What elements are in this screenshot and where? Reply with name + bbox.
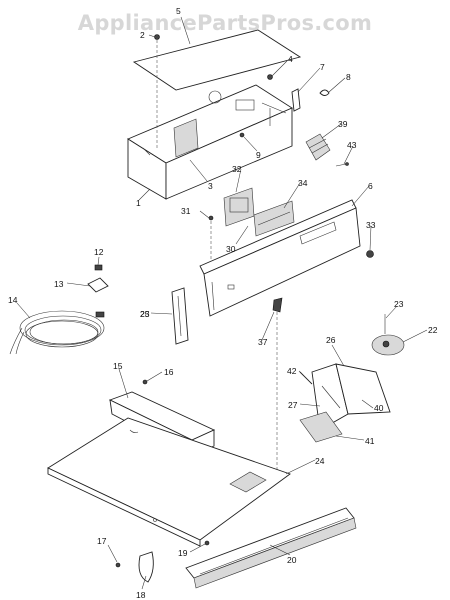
callout-40: 40 [374,403,384,413]
callout-18: 18 [136,590,146,600]
callout-34: 34 [298,178,308,188]
watermark-text: AppliancePartsPros.com [78,11,372,35]
callout-30: 30 [226,244,236,254]
part-5-top-cover [132,29,302,91]
part-6-control-panel [199,199,361,317]
callout-26: 26 [326,335,336,345]
callout-27: 27 [288,400,298,410]
callout-9: 9 [256,150,261,160]
part-24-base-panel [47,417,291,547]
part-34-switch-board [253,200,295,237]
callout-23-upper: 23 [394,299,404,309]
part-7-bracket [291,88,301,112]
callout-12: 12 [94,247,104,257]
callout-4: 4 [288,54,293,64]
part-1-control-housing [127,84,293,200]
part-8-clip [319,89,330,96]
part-14-power-cord [9,310,105,355]
part-32-switch-board [223,187,255,227]
part-18-foot [138,551,154,583]
callout-8: 8 [346,72,351,82]
callout-labels: 1 2 3 4 5 6 7 8 9 12 13 14 15 16 17 18 1… [8,6,438,600]
part-37-clip [272,297,283,470]
callout-22: 22 [428,325,438,335]
leader-lines [16,16,428,590]
callout-19: 19 [178,548,188,558]
callout-16: 16 [164,367,174,377]
callout-5: 5 [176,6,181,16]
part-43-screw [335,162,349,167]
callout-15: 15 [113,361,123,371]
callout-32: 32 [232,164,242,174]
part-25-side-bracket [171,287,189,345]
callout-39: 39 [338,119,348,129]
callout-42: 42 [287,366,297,376]
part-19-screw [204,540,210,546]
callout-1: 1 [136,198,141,208]
part-17-screw [115,562,121,568]
part-16-screw [142,379,148,385]
callout-25: 25 [140,309,150,319]
part-4-screw [267,74,273,80]
callout-14: 14 [8,295,18,305]
callout-33: 33 [366,220,376,230]
part-22-thermostat [371,334,405,356]
part-12-terminal [94,264,103,271]
part-33-knob [366,250,374,258]
callout-41: 41 [365,436,375,446]
part-27-mount-bracket [299,363,391,443]
callout-37: 37 [258,337,268,347]
callout-2: 2 [140,30,145,40]
callout-7: 7 [320,62,325,72]
callout-20: 20 [287,555,297,565]
callout-31: 31 [181,206,191,216]
callout-17: 17 [97,536,107,546]
callout-24: 24 [315,456,325,466]
callout-43: 43 [347,140,357,150]
callout-13: 13 [54,279,64,289]
part-39-switch-block [305,133,331,161]
part-9-screw [239,132,245,138]
callout-23-left: 23 [140,309,150,319]
part-13-bracket [87,277,109,293]
part-20-trim-strip [185,507,357,589]
callout-6: 6 [368,181,373,191]
callout-3: 3 [208,181,213,191]
